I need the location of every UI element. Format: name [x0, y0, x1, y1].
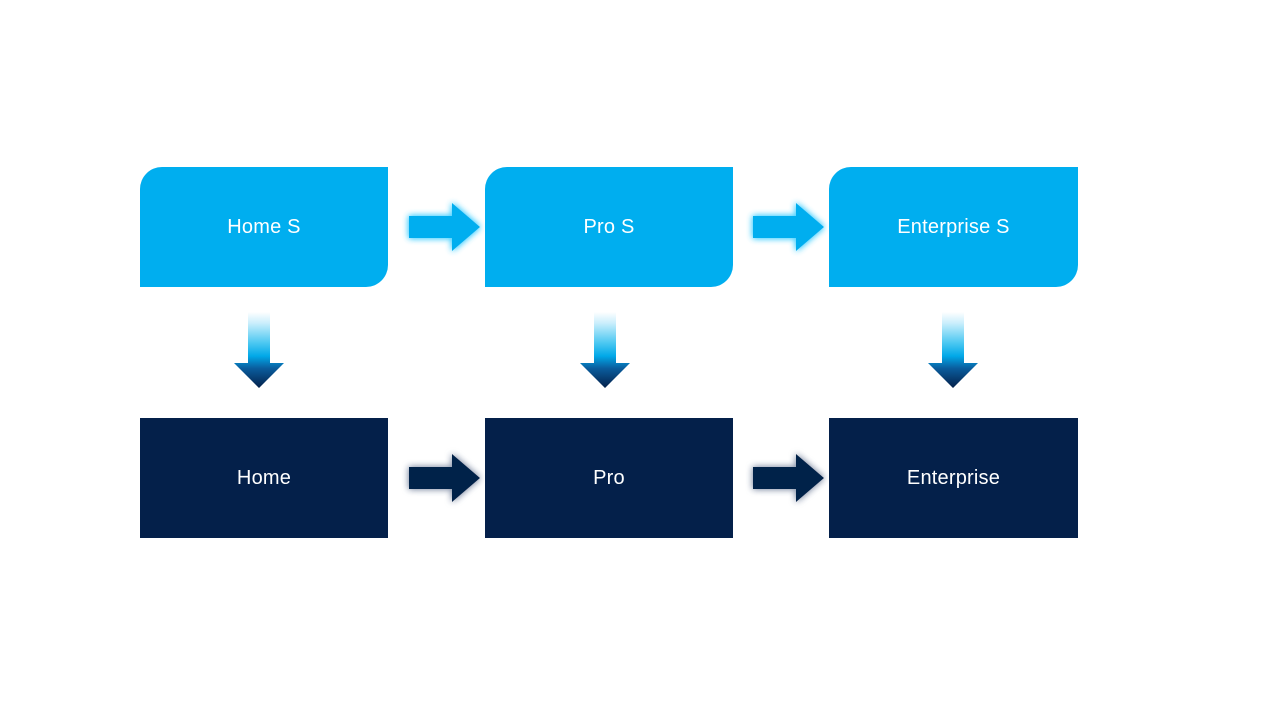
node-label-home: Home	[236, 467, 292, 489]
node-enterprise[interactable]: Enterprise	[829, 418, 1078, 538]
connector-enterprise-s-to-enterprise[interactable]	[928, 312, 978, 388]
node-enterprise-s[interactable]: Enterprise S	[829, 167, 1078, 287]
connector-home-to-pro[interactable]	[409, 454, 480, 502]
connector-home-s-to-pro-s[interactable]	[409, 203, 480, 251]
node-home-s[interactable]: Home S	[140, 167, 388, 287]
node-label-pro-s: Pro S	[583, 216, 635, 238]
connector-pro-s-to-pro[interactable]	[580, 312, 630, 388]
connector-pro-s-to-enterprise-s[interactable]	[753, 203, 824, 251]
connector-pro-to-enterprise[interactable]	[753, 454, 824, 502]
connector-home-s-to-home[interactable]	[234, 312, 284, 388]
node-pro[interactable]: Pro	[485, 418, 733, 538]
node-home[interactable]: Home	[140, 418, 388, 538]
node-label-enterprise: Enterprise	[906, 467, 1001, 489]
node-label-pro: Pro	[593, 467, 625, 489]
node-label-enterprise-s: Enterprise S	[897, 216, 1010, 238]
node-label-home-s: Home S	[227, 216, 301, 238]
node-pro-s[interactable]: Pro S	[485, 167, 733, 287]
